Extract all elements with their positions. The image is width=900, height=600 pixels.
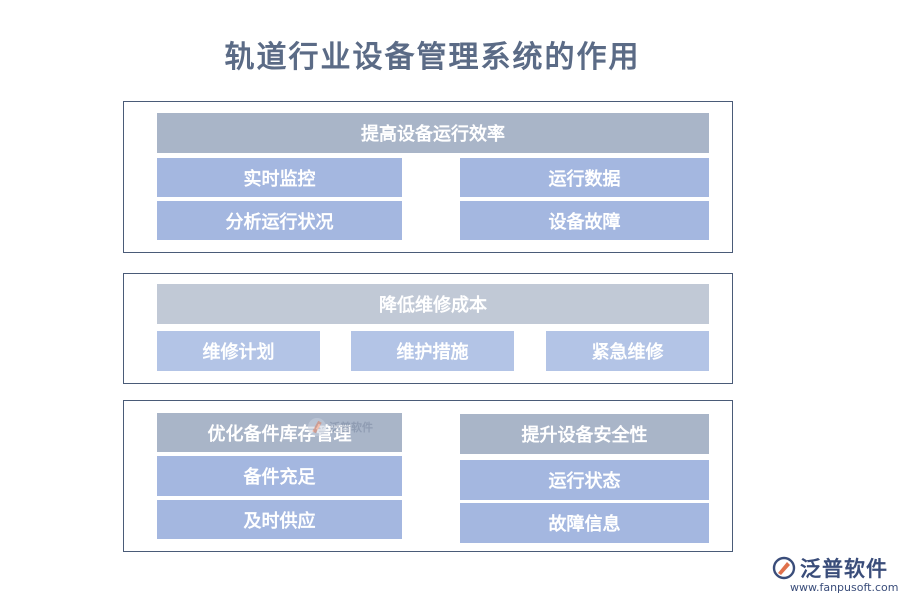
section-header-safety: 提升设备安全性 xyxy=(460,414,709,454)
item-operation-data: 运行数据 xyxy=(460,158,709,197)
brand-url: www.fanpusoft.com xyxy=(790,581,899,594)
item-fault-info: 故障信息 xyxy=(460,503,709,543)
page-title: 轨道行业设备管理系统的作用 xyxy=(224,40,641,75)
item-operation-state: 运行状态 xyxy=(460,460,709,500)
brand-logo-icon xyxy=(772,556,796,580)
item-maintenance-measures: 维护措施 xyxy=(351,331,514,371)
section-header-inventory: 优化备件库存管理 xyxy=(157,413,402,452)
item-timely-supply: 及时供应 xyxy=(157,500,402,539)
item-emergency-repair: 紧急维修 xyxy=(546,331,709,371)
brand-name: 泛普软件 xyxy=(800,557,888,581)
item-maintenance-plan: 维修计划 xyxy=(157,331,320,371)
section-header-cost: 降低维修成本 xyxy=(157,284,709,324)
item-equipment-fault: 设备故障 xyxy=(460,201,709,240)
item-analyze-status: 分析运行状况 xyxy=(157,201,402,240)
brand-logo: 泛普软件 www.fanpusoft.com xyxy=(772,550,898,596)
section-header-efficiency: 提高设备运行效率 xyxy=(157,113,709,153)
item-spare-parts-sufficient: 备件充足 xyxy=(157,456,402,496)
item-realtime-monitoring: 实时监控 xyxy=(157,158,402,197)
